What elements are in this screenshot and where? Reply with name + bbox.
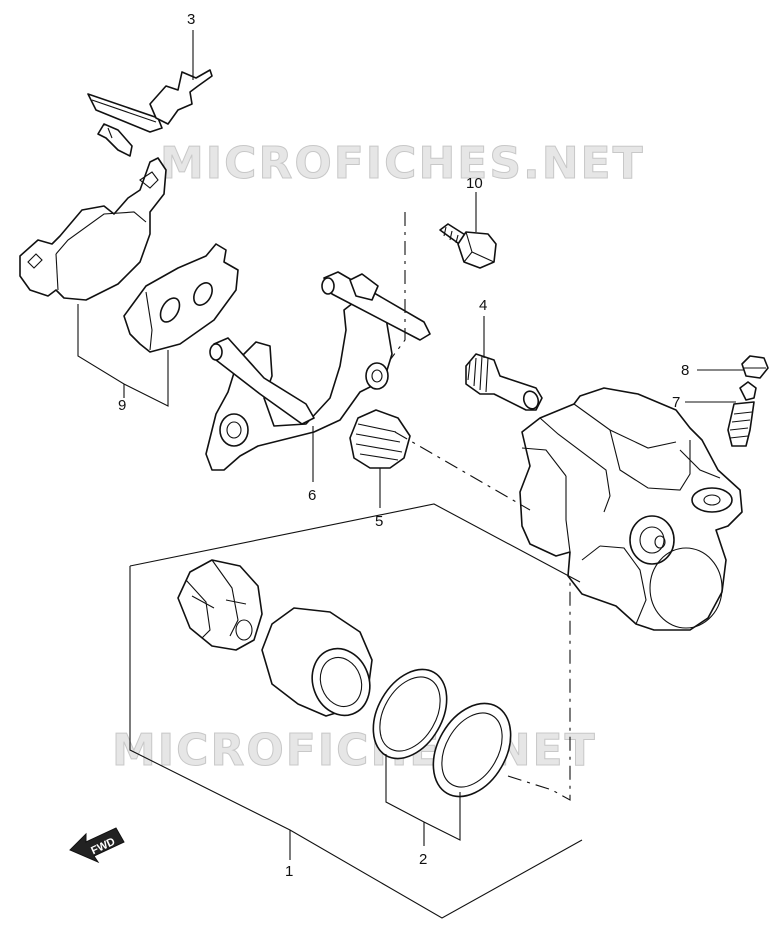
callout-10: 10 [466, 175, 483, 192]
piston-insulator [177, 559, 263, 651]
brake-pad-front [123, 243, 239, 353]
callout-9: 9 [118, 397, 126, 414]
fwd-arrow: FWD [69, 827, 125, 864]
callout-6: 6 [308, 487, 316, 504]
bleeder-screw [727, 381, 757, 447]
leader-lines [77, 30, 744, 919]
bleeder-cap [741, 355, 769, 379]
callout-1: 1 [285, 863, 293, 880]
callout-5: 5 [375, 513, 383, 530]
pad-spring-clip [87, 69, 213, 157]
caliper-body [519, 387, 743, 631]
callout-7: 7 [672, 394, 680, 411]
watermark-top: MICROFICHES.NET [160, 138, 645, 189]
callout-8: 8 [681, 362, 689, 379]
caliper-bracket [205, 271, 431, 471]
dust-seal [432, 702, 512, 798]
watermark-bottom: MICROFICHES.NET [112, 725, 597, 776]
rubber-boot [349, 409, 411, 469]
callout-2: 2 [419, 851, 427, 868]
slide-pin [465, 353, 543, 411]
callout-4: 4 [479, 297, 487, 314]
callouts: 3 10 4 8 7 9 6 5 2 1 [118, 11, 689, 880]
brake-pad-rear [19, 157, 167, 301]
bolt [439, 223, 497, 269]
callout-3: 3 [187, 11, 195, 28]
piston [261, 607, 373, 717]
